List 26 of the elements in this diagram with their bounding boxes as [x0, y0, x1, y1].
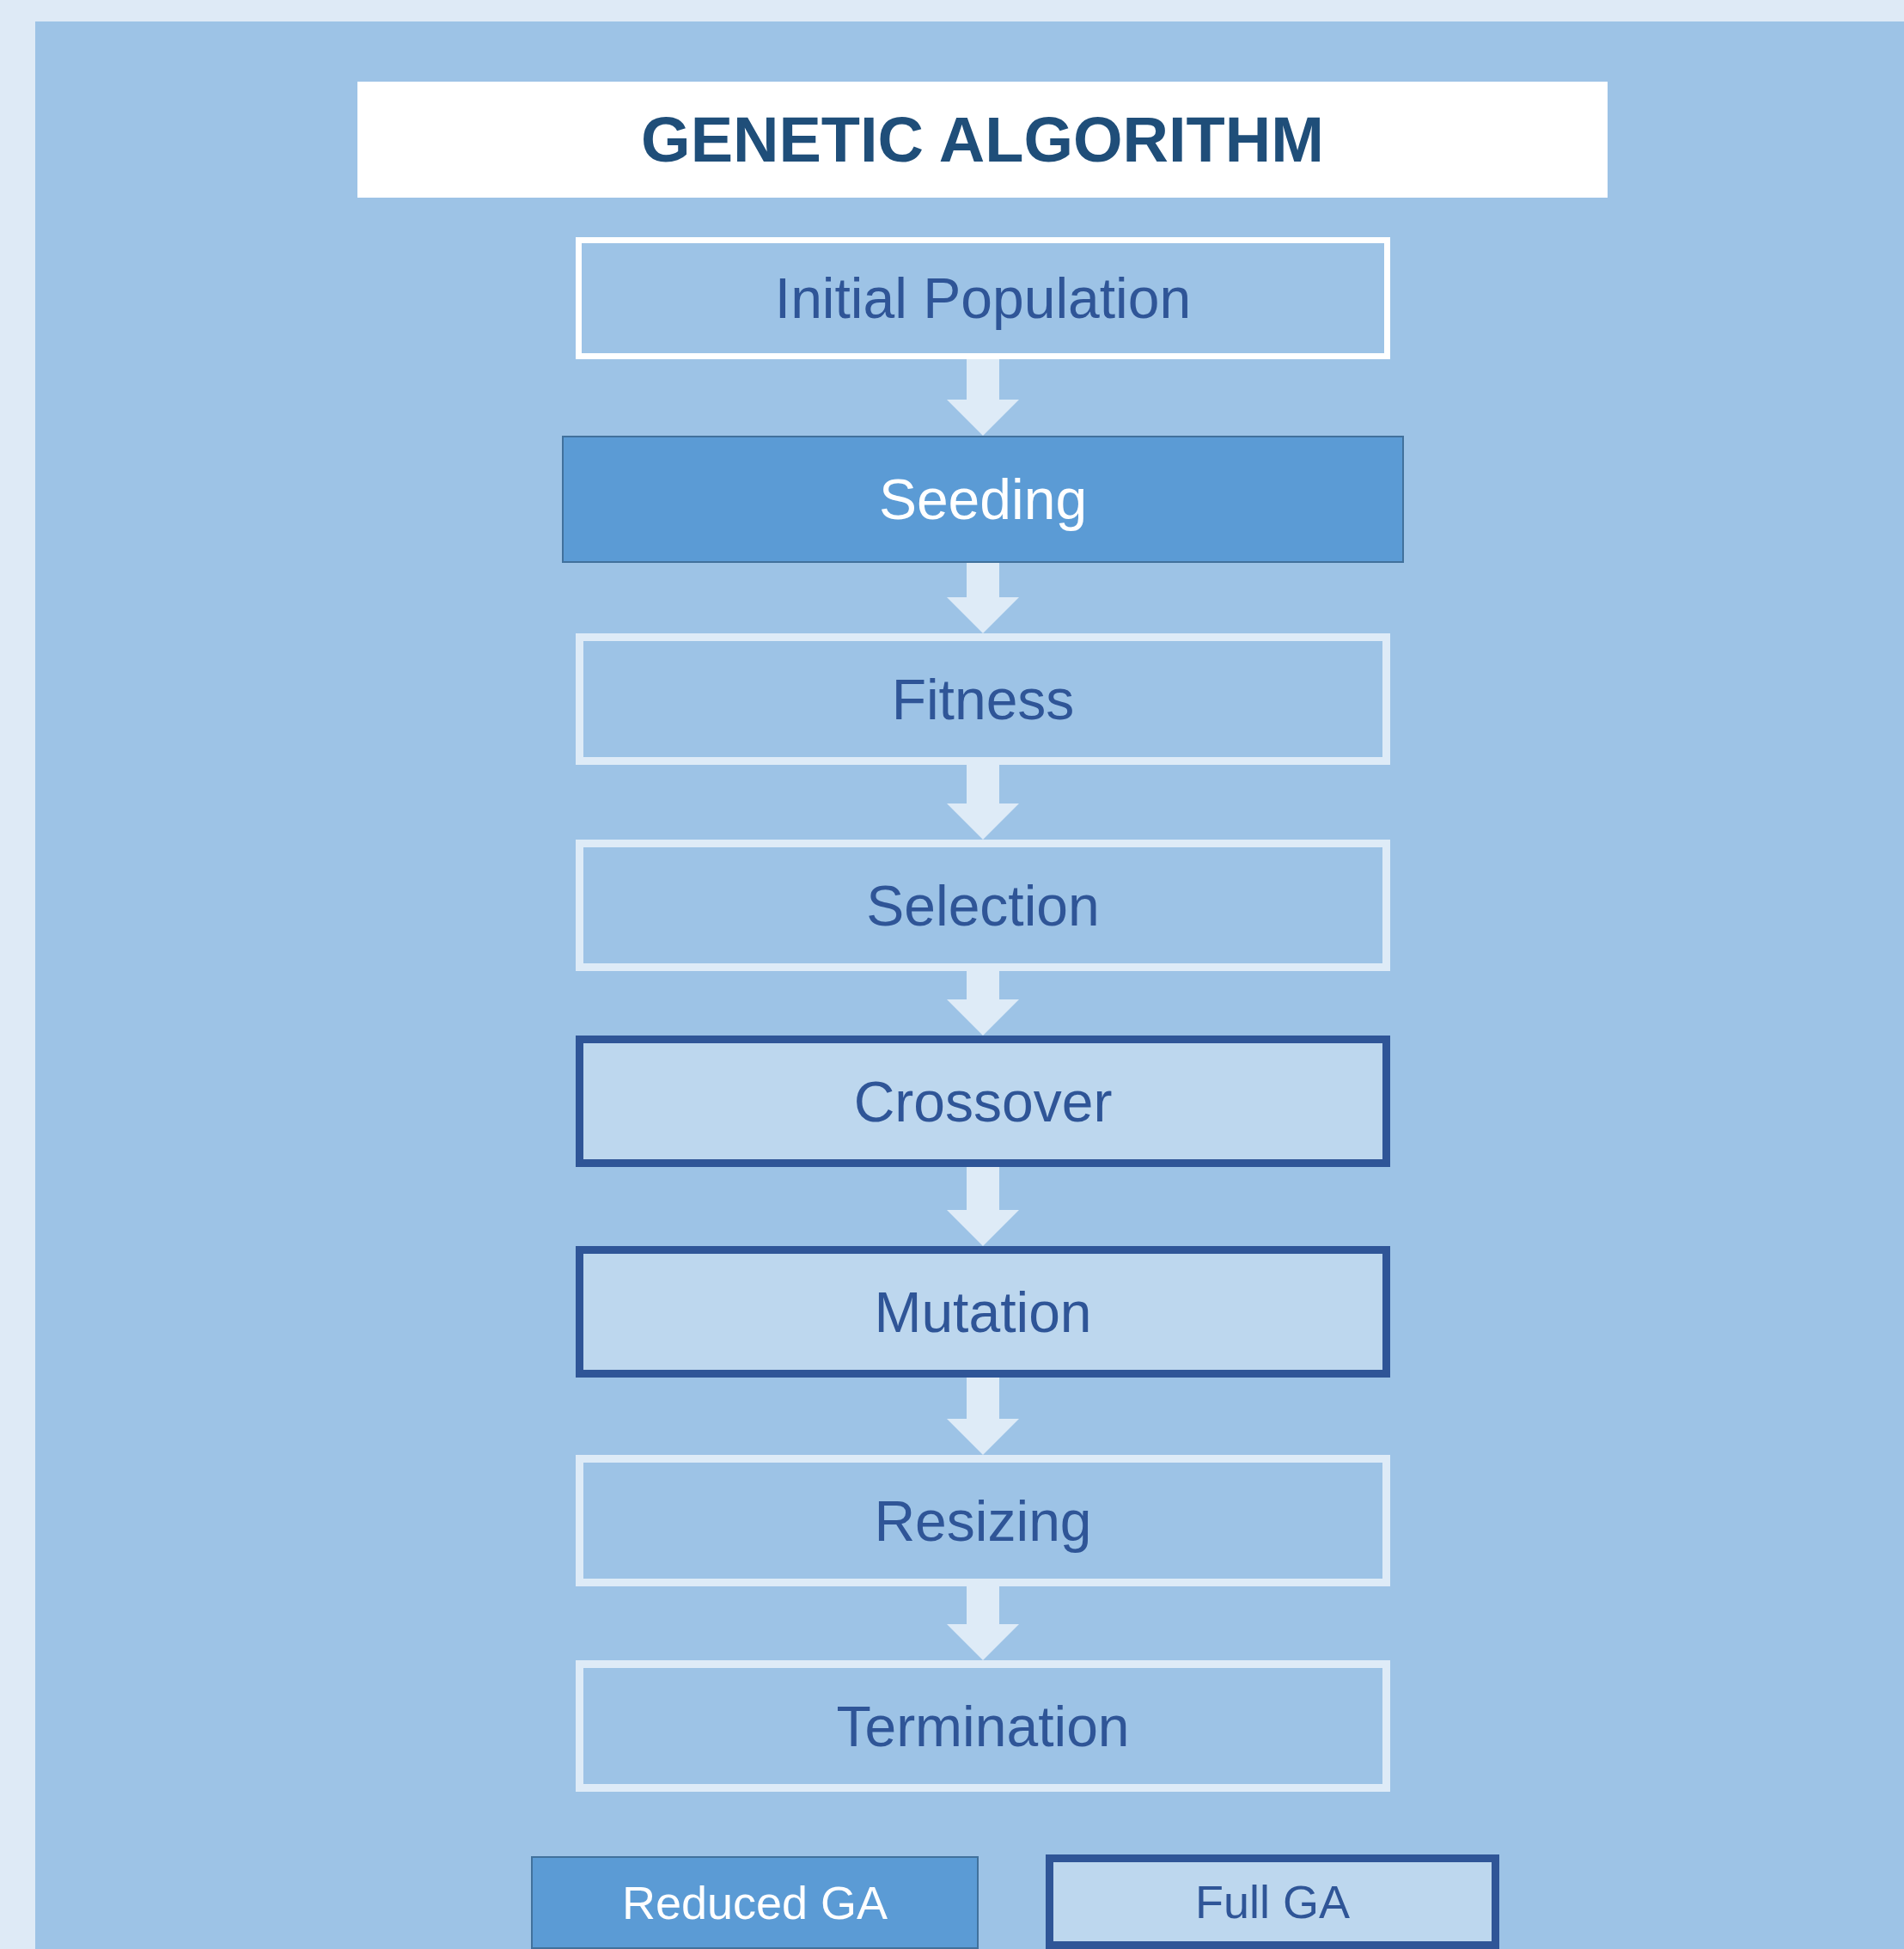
title-text: GENETIC ALGORITHM — [641, 103, 1324, 176]
step-label: Seeding — [878, 467, 1088, 532]
legend-label: Reduced GA — [621, 1876, 888, 1929]
process-box — [562, 436, 1404, 563]
process-box — [576, 840, 1390, 971]
step-label: Crossover — [853, 1068, 1113, 1134]
process-box — [576, 1036, 1390, 1167]
block-arrow — [947, 1167, 1019, 1246]
block-arrow — [947, 765, 1019, 840]
step-label: Resizing — [874, 1488, 1092, 1554]
process-box — [576, 237, 1390, 359]
step-label: Mutation — [874, 1279, 1092, 1345]
block-arrow — [947, 1378, 1019, 1455]
step-label: Initial Population — [774, 266, 1192, 331]
block-arrow — [947, 563, 1019, 633]
process-box — [576, 633, 1390, 765]
step-label: Selection — [866, 872, 1100, 938]
process-box — [576, 1246, 1390, 1378]
step-label: Termination — [836, 1693, 1130, 1759]
block-arrow — [947, 971, 1019, 1036]
block-arrow — [947, 359, 1019, 436]
block-arrow — [947, 1586, 1019, 1660]
legend-label: Full GA — [1194, 1875, 1350, 1928]
process-box — [576, 1660, 1390, 1792]
step-label: Fitness — [891, 666, 1075, 732]
process-box — [576, 1455, 1390, 1586]
